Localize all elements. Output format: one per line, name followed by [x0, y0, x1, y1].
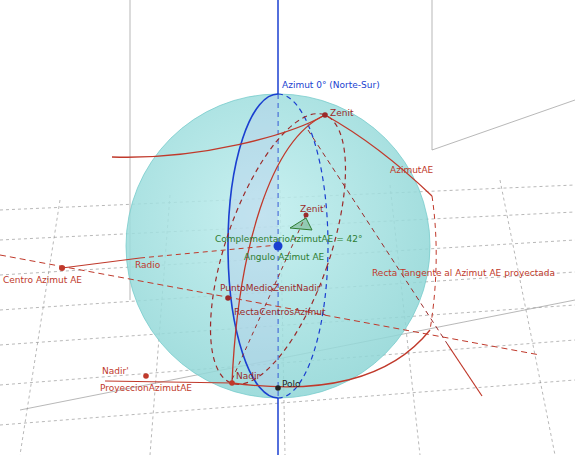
point-label: RectaCentrosAzimut: [234, 307, 326, 318]
point-label: ComplementarioAzimutAE = 42°: [215, 234, 363, 245]
point-label: Angulo Azimut AE: [244, 252, 324, 263]
point-label: ProyeccionAzimutAE: [100, 383, 192, 394]
point-label: Radio: [135, 260, 160, 271]
point-label: Centro Azimut AE: [3, 275, 82, 286]
point-label: Azimut 0° (Norte-Sur): [282, 80, 380, 91]
point-label: PuntoMedioZenitNadir': [220, 283, 323, 294]
points: [59, 112, 328, 391]
point-label: Polo: [282, 379, 301, 390]
point-label: Zenit': [300, 204, 326, 215]
point-label: Nadir': [102, 366, 129, 377]
point-label: Nadir: [236, 371, 260, 382]
point-label: AzimutAE: [390, 165, 433, 176]
bounding-box: [20, 0, 575, 410]
point-label: Recta Tangente al Azimut AE proyectada: [372, 268, 555, 279]
point-label: Zenit: [330, 108, 353, 119]
